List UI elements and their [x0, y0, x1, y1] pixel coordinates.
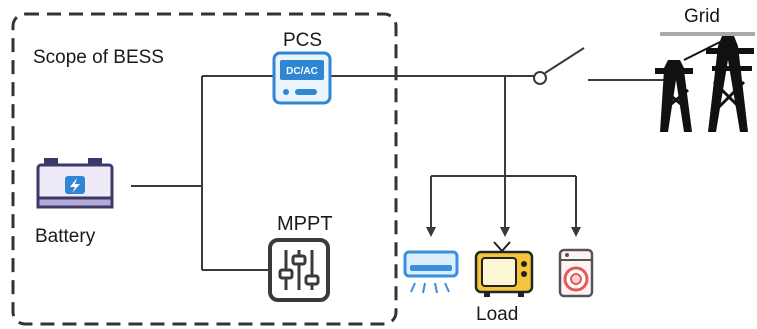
air-conditioner-icon	[403, 250, 459, 294]
mppt-label: MPPT	[277, 213, 333, 235]
pcs-display-text: DC/AC	[286, 66, 318, 77]
battery-label: Battery	[35, 226, 96, 247]
washing-machine-icon	[558, 248, 594, 298]
bess-scope-label: Scope of BESS	[33, 47, 164, 68]
grid-label: Grid	[684, 6, 720, 27]
pcs-label: PCS	[283, 30, 323, 51]
load-label: Load	[476, 304, 519, 325]
inverter-icon: DC/AC	[272, 51, 332, 105]
mppt-controller-icon	[268, 238, 330, 302]
battery-icon	[36, 158, 114, 209]
transmission-tower-icon	[655, 32, 755, 132]
wiring	[131, 47, 668, 271]
television-icon	[474, 241, 534, 297]
switch-icon	[533, 71, 547, 85]
bess-scope-boundary	[11, 12, 398, 326]
